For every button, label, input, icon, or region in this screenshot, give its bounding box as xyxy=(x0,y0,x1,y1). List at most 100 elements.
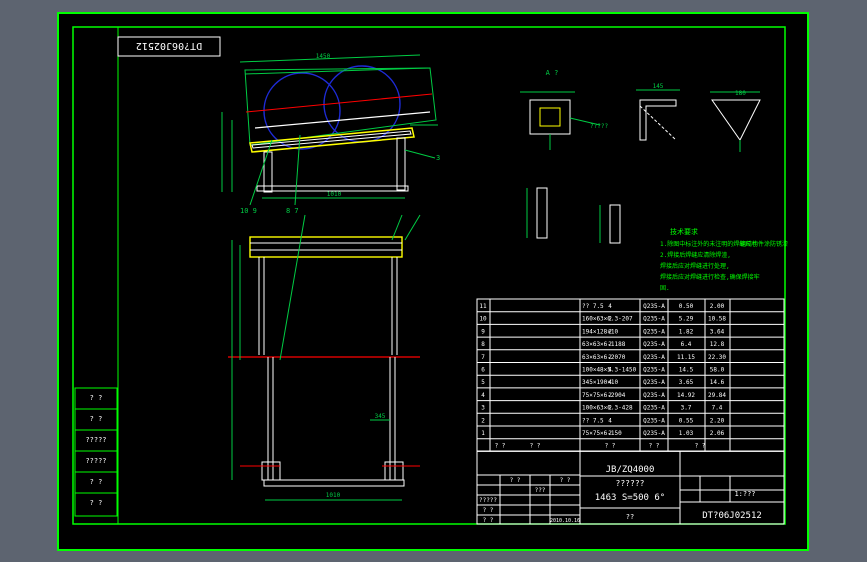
stamp-label: ? ? xyxy=(90,394,103,402)
bom-cell-name: ?? 7.5 xyxy=(582,417,604,424)
bom-cell-no: 6 xyxy=(481,367,485,374)
stamp-label: ? ? xyxy=(90,499,103,507)
standard-code: JB/ZQ4000 xyxy=(606,465,655,475)
stamp-label: ????? xyxy=(85,457,106,465)
title-block[interactable]: JB/ZQ4000 ?????? 1463 S=500 6° ?? DT?06J… xyxy=(476,450,785,525)
bom-cell-unit: 11.15 xyxy=(677,354,695,361)
bom-cell-qty: 4 xyxy=(608,303,612,310)
bom-cell-no: 10 xyxy=(479,316,487,323)
bom-cell-material: Q235-A xyxy=(643,316,665,323)
tech-note: 1.除图中标注外的未注明的焊缝尺寸 xyxy=(660,240,757,248)
bom-cell-no: 5 xyxy=(481,379,485,386)
bom-header-cell: ? ? xyxy=(695,443,706,450)
bom-cell-total: 2.20 xyxy=(710,417,725,424)
stamp-label: ? ? xyxy=(90,478,103,486)
tech-note: 焊接后应对焊缝进行检查,确保焊接牢 xyxy=(660,273,760,281)
bom-cell-no: 9 xyxy=(481,328,485,335)
tb-label: ? ? xyxy=(483,507,494,514)
bom-cell-qty: 2 xyxy=(608,341,612,348)
bom-cell-total: 2.06 xyxy=(710,430,725,437)
bom-cell-material: Q235-A xyxy=(643,328,665,335)
side-elevation-view[interactable]: 1010 1450 10 9 8 7 3 xyxy=(221,53,440,215)
tech-note: 焊接后应对焊缝进行处理, xyxy=(660,262,730,270)
bom-cell-total: 7.4 xyxy=(712,405,723,412)
bom-cell-total: 58.0 xyxy=(710,367,725,374)
tb-label: ????? xyxy=(479,497,497,504)
bom-cell-total: 14.6 xyxy=(710,379,725,386)
bom-cell-total: 12.8 xyxy=(710,341,725,348)
rotated-code-box xyxy=(117,36,221,57)
bom-cell-material: Q235-A xyxy=(643,417,665,424)
bom-cell-unit: 6.4 xyxy=(681,341,692,348)
bom-cell-no: 3 xyxy=(481,405,485,412)
bom-cell-qty: 2 xyxy=(608,316,612,323)
bom-cell-material: Q235-A xyxy=(643,303,665,310)
bom-cell-name: 63×63×6-1188 xyxy=(582,341,626,348)
bom-cell-name: 160×63×6.3-207 xyxy=(582,316,633,323)
front-elevation-view[interactable]: 1010 345 xyxy=(228,214,421,501)
bom-cell-name: 63×63×6-2070 xyxy=(582,354,626,361)
scale: 1:??? xyxy=(734,490,755,498)
callout-number: 3 xyxy=(436,154,440,162)
drawing-number: DT?06J02512 xyxy=(702,511,762,521)
bom-cell-material: Q235-A xyxy=(643,379,665,386)
bom-cell-name: 75×75×6-150 xyxy=(582,430,622,437)
bom-cell-name: 75×75×6-2904 xyxy=(582,392,626,399)
tech-title: 技术要求 xyxy=(670,227,698,236)
bom-cell-unit: 0.55 xyxy=(679,417,694,424)
bom-cell-qty: 2 xyxy=(608,430,612,437)
bom-cell-unit: 3.65 xyxy=(679,379,694,386)
callout-number: 10 9 xyxy=(240,207,257,215)
bom-cell-no: 2 xyxy=(481,417,485,424)
bom-cell-total: 22.30 xyxy=(708,354,726,361)
technical-notes: 技术要求 1.除图中标注外的未注明的焊缝尺寸 2.焊接后焊缝应清除焊渣, 焊接后… xyxy=(660,227,788,292)
tech-note: 固. xyxy=(660,285,670,292)
bom-cell-unit: 1.82 xyxy=(679,328,694,335)
callout-number: 8 7 xyxy=(286,207,299,215)
dim-text: 180 xyxy=(735,90,746,97)
sheet-label: ?? xyxy=(626,513,634,521)
part-name: ?????? xyxy=(616,479,645,488)
bom-cell-unit: 1.03 xyxy=(679,430,694,437)
bom-cell-material: Q235-A xyxy=(643,367,665,374)
tb-label: ? ? xyxy=(560,477,571,484)
drawing-sheet xyxy=(57,12,809,551)
tech-note: 2.焊接后焊缝应清除焊渣, xyxy=(660,251,731,259)
bom-cell-qty: 2 xyxy=(608,392,612,399)
stamp-label: ? ? xyxy=(90,415,103,423)
dim-text: 1450 xyxy=(316,53,331,60)
tb-date: 2010.10.16 xyxy=(550,518,580,524)
bom-cell-total: 10.58 xyxy=(708,316,726,323)
bom-header-cell: ? ? xyxy=(495,443,506,450)
bom-cell-qty: 4 xyxy=(608,417,612,424)
view-label: A ? xyxy=(546,69,559,77)
bom-cell-no: 8 xyxy=(481,341,485,348)
bom-cell-no: 11 xyxy=(479,303,487,310)
bom-cell-material: Q235-A xyxy=(643,392,665,399)
bom-cell-name: 100×63×6.3-428 xyxy=(582,405,633,412)
dim-text: 145 xyxy=(653,83,664,90)
rotated-drawing-code: DT?06J02512 xyxy=(136,40,202,51)
bom-cell-name: ?? 7.5 xyxy=(582,303,604,310)
bom-cell-material: Q235-A xyxy=(643,354,665,361)
bom-header-cell: ? ? xyxy=(530,443,541,450)
bom-header-cell: ? ? xyxy=(649,443,660,450)
bom-cell-name: 100×48×5.3-1450 xyxy=(582,367,637,374)
tb-label: ? ? xyxy=(510,477,521,484)
inner-frame xyxy=(72,26,786,525)
bom-cell-material: Q235-A xyxy=(643,341,665,348)
section-detail-views[interactable]: A ? ????? 145 180 xyxy=(520,69,761,244)
bom-cell-name: 194×128×10 xyxy=(582,328,619,335)
bom-cell-no: 1 xyxy=(481,430,485,437)
spec-line: 1463 S=500 6° xyxy=(595,493,665,503)
section-note: ????? xyxy=(590,123,608,130)
dim-text: 1010 xyxy=(326,492,341,499)
bom-cell-no: 7 xyxy=(481,354,485,361)
tb-label: ??? xyxy=(535,487,546,494)
dim-text: 345 xyxy=(375,413,386,420)
bom-cell-name: 345×190×10 xyxy=(582,379,619,386)
tech-note-right: 钢结构件涂防锈漆 xyxy=(740,240,788,248)
bom-cell-qty: 2 xyxy=(608,354,612,361)
